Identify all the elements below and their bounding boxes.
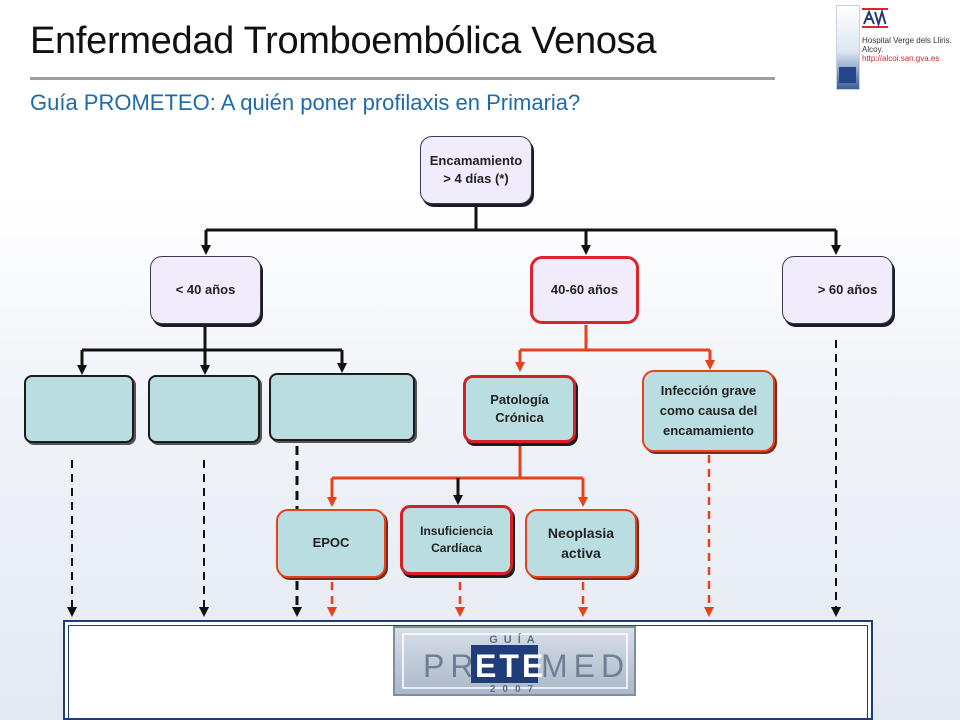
node-encamamiento: Encamamiento > 4 días (*)	[420, 136, 532, 204]
node-age-40-60: 40-60 años	[530, 256, 639, 324]
hospital-url: http://alcoi.san.gva.es	[862, 54, 940, 63]
node-epoc-label: EPOC	[312, 535, 350, 551]
hospital-name: Hospital Verge dels Lliris.	[862, 36, 952, 45]
hospital-info: Hospital Verge dels Lliris. Alcoy. http:…	[862, 36, 957, 63]
title-divider	[30, 77, 775, 80]
pretemed-top-text: GUÍA	[489, 633, 541, 646]
node-insuficiencia-line1: Insuficiencia	[420, 524, 493, 539]
node-infeccion-line1: Infección grave	[660, 382, 757, 398]
pretemed-med-text: MED	[541, 648, 630, 684]
node-neoplasia-line1: Neoplasia	[547, 524, 615, 541]
node-epoc: EPOC	[276, 509, 386, 578]
pretemed-year-text: 2007	[490, 684, 540, 694]
node-neoplasia-activa: Neoplasia activa	[525, 509, 637, 578]
node-age-gt60-label: > 60 años	[817, 281, 878, 297]
node-infeccion-grave: Infección grave como causa del encamamie…	[642, 370, 775, 452]
pretemed-ete-text: ETE	[475, 648, 546, 684]
node-empty-3	[269, 373, 415, 441]
node-age-lt40-label: < 40 años	[175, 281, 236, 297]
node-infeccion-line2: como causa del	[659, 402, 758, 418]
node-encamamiento-line2: > 4 días (*)	[443, 171, 509, 186]
node-insuficiencia-line2: Cardíaca	[431, 541, 482, 555]
node-age-lt40: < 40 años	[150, 256, 261, 324]
node-neoplasia-line2: activa	[561, 544, 601, 561]
pretemed-logo-icon: GUÍA PR ETE MED 2007	[402, 633, 630, 694]
node-patologia-line2: Crónica	[495, 410, 544, 425]
hospital-city: Alcoy.	[862, 45, 884, 54]
node-infeccion-line3: encamamiento	[662, 423, 755, 439]
node-age-gt60: > 60 años	[782, 256, 893, 324]
node-empty-1	[24, 375, 134, 443]
node-age-40-60-label: 40-60 años	[550, 281, 619, 297]
page-subtitle: Guía PROMETEO: A quién poner profilaxis …	[30, 90, 581, 115]
node-patologia-line1: Patología	[490, 391, 549, 407]
pretemed-pre-text: PR	[423, 648, 479, 684]
node-encamamiento-line1: Encamamiento	[429, 152, 523, 168]
node-patologia-cronica: Patología Crónica	[463, 375, 576, 443]
page-title: Enfermedad Tromboembólica Venosa	[30, 20, 657, 62]
node-insuficiencia-cardiaca: Insuficiencia Cardíaca	[400, 505, 513, 575]
avv-logo-icon	[862, 8, 888, 28]
node-empty-2	[148, 375, 260, 443]
pretemed-logo: GUÍA PR ETE MED 2007	[393, 626, 636, 696]
hospital-logo-icon	[836, 5, 860, 90]
